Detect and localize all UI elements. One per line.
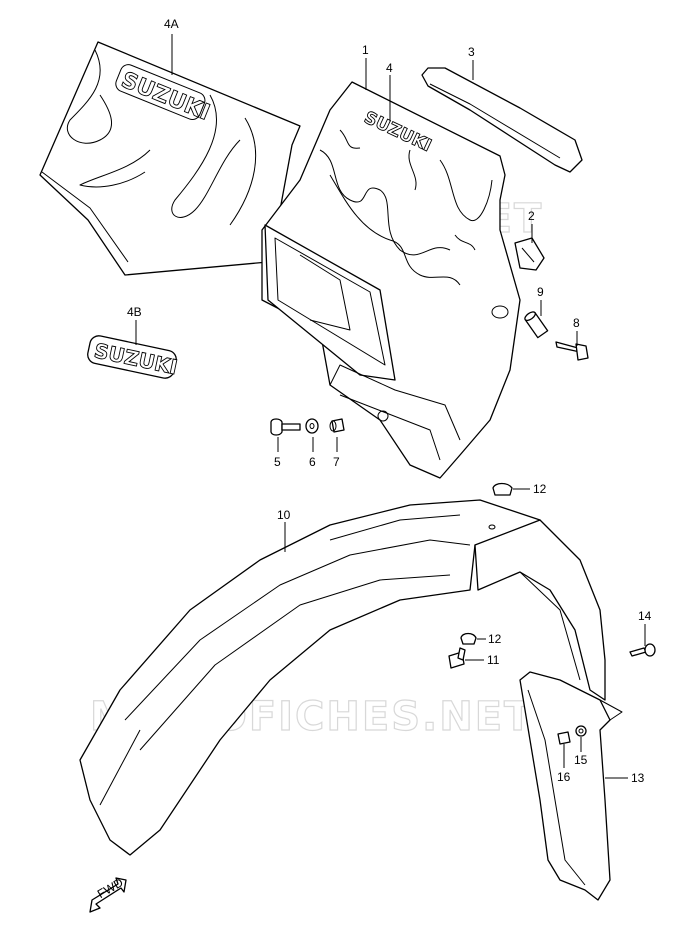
- callout-4: 4: [386, 61, 393, 75]
- bolt-11: [448, 647, 466, 669]
- collar: [524, 311, 549, 339]
- callout-11: 11: [487, 653, 500, 667]
- grommet: [514, 237, 545, 271]
- grommet-12-mid: [460, 632, 477, 645]
- fwd-arrow: FWD: [89, 875, 127, 913]
- bolt-14: [629, 643, 656, 657]
- headlight-plate: SUZUKI: [261, 81, 521, 479]
- grommet-12-top: [492, 482, 513, 496]
- decal-4b: SUZUKI: [87, 335, 180, 380]
- callout-16: 16: [557, 770, 571, 784]
- washer-6: [305, 418, 319, 434]
- decal-4a: SUZUKI: [39, 41, 301, 276]
- callout-1: 1: [362, 43, 369, 57]
- bolt-8: [555, 341, 589, 361]
- callout-labels: 4A 1 4 3 2 9 8 4B 5 6 7 10 12 12 11 14 1…: [127, 17, 652, 785]
- front-fender: [79, 499, 606, 856]
- callout-4b: 4B: [127, 305, 142, 319]
- callout-2: 2: [528, 209, 535, 223]
- callout-5: 5: [274, 455, 281, 469]
- callout-3: 3: [468, 45, 475, 59]
- nut-7: [329, 418, 345, 433]
- bracket-strip: [421, 67, 583, 173]
- callout-13: 13: [631, 771, 645, 785]
- callout-12-mid: 12: [488, 632, 502, 646]
- callout-15: 15: [574, 753, 588, 767]
- nut-16: [557, 731, 571, 745]
- leader-lines: [135, 34, 646, 779]
- callout-7: 7: [333, 455, 340, 469]
- callout-9: 9: [537, 285, 544, 299]
- screw-5: [270, 418, 301, 436]
- callout-12-top: 12: [533, 482, 547, 496]
- callout-4a: 4A: [164, 17, 179, 31]
- callout-6: 6: [309, 455, 316, 469]
- washer-15: [575, 725, 587, 737]
- mud-flap: [519, 671, 623, 901]
- callout-14: 14: [638, 609, 652, 623]
- callout-10: 10: [277, 508, 291, 522]
- callout-8: 8: [573, 316, 580, 330]
